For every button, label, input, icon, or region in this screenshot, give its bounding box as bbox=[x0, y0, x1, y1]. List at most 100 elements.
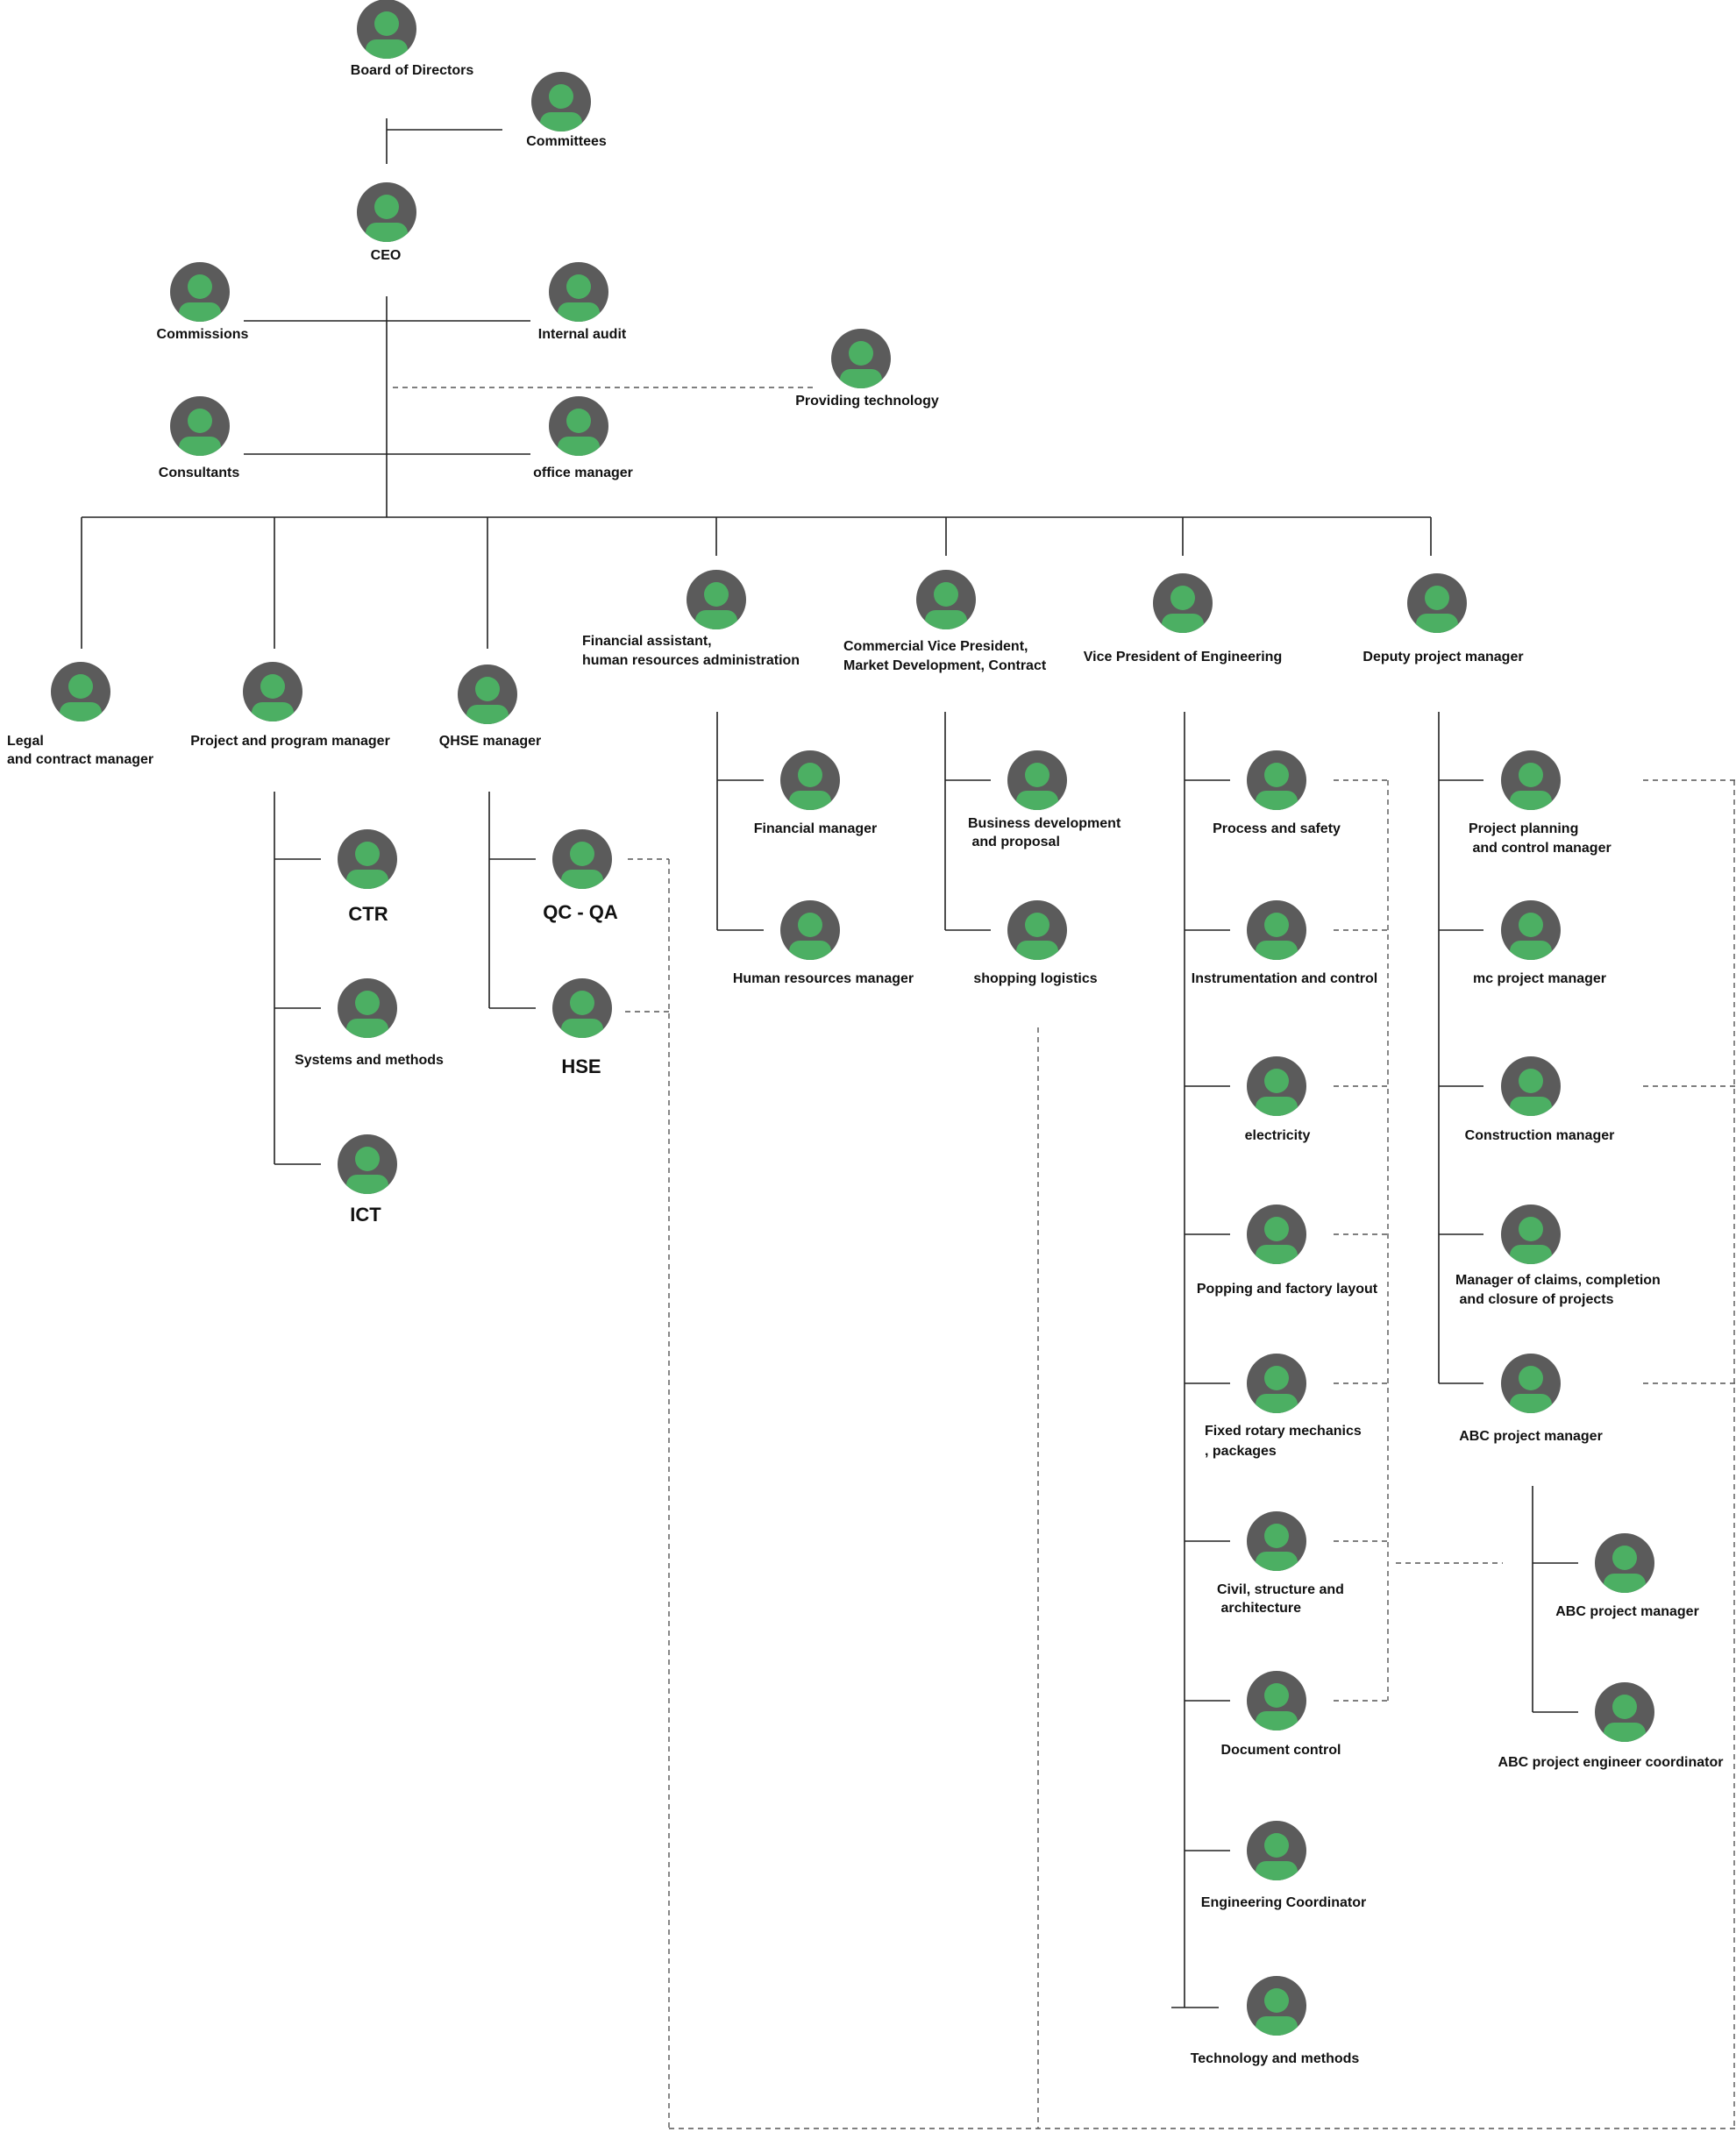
ict-node: ICT bbox=[338, 1134, 397, 1226]
person-avatar-icon bbox=[357, 0, 416, 59]
engineering-coordinator-node: Engineering Coordinator bbox=[1201, 1821, 1366, 1910]
node-label: Financial assistant, human resources admi… bbox=[582, 634, 800, 668]
node-label: ABC project engineer coordinator bbox=[1498, 1755, 1724, 1770]
node-label: office manager bbox=[533, 465, 633, 480]
node-label: QC - QA bbox=[543, 901, 618, 923]
person-avatar-icon bbox=[552, 978, 612, 1038]
committees-node: Committees bbox=[526, 72, 607, 149]
node-label: Human resources manager bbox=[733, 971, 914, 986]
commissions-node: Commissions bbox=[157, 262, 249, 342]
qhse-manager-node: QHSE manager bbox=[439, 664, 541, 749]
node-label-line: HSE bbox=[561, 1055, 601, 1077]
node-label-line: office manager bbox=[533, 465, 633, 480]
node-label: Financial manager bbox=[754, 821, 878, 836]
person-avatar-icon bbox=[1247, 900, 1306, 960]
providing-technology-node: Providing technology bbox=[795, 329, 939, 409]
person-avatar-icon bbox=[1407, 573, 1467, 633]
ctr-node: CTR bbox=[338, 829, 397, 925]
person-avatar-icon bbox=[1501, 900, 1561, 960]
node-label-line: Fixed rotary mechanics bbox=[1205, 1424, 1362, 1439]
financial-assistant-node: Financial assistant, human resources admi… bbox=[582, 570, 800, 668]
node-label-line: Business development bbox=[968, 816, 1121, 831]
node-label: Process and safety bbox=[1213, 821, 1341, 836]
person-avatar-icon bbox=[1247, 1976, 1306, 2036]
ceo-node: CEO bbox=[357, 182, 416, 263]
qc-qa-node: QC - QA bbox=[543, 829, 618, 923]
person-avatar-icon bbox=[780, 900, 840, 960]
node-label: ABC project manager bbox=[1555, 1604, 1699, 1619]
person-avatar-icon bbox=[1501, 1354, 1561, 1413]
node-label-line: and proposal bbox=[968, 835, 1060, 849]
person-avatar-icon bbox=[338, 829, 397, 889]
node-label-line: Providing technology bbox=[795, 394, 939, 409]
node-label: Commercial Vice President,Market Develop… bbox=[843, 639, 1047, 673]
node-label-line: Document control bbox=[1221, 1743, 1341, 1758]
node-label-line: Commercial Vice President, bbox=[843, 639, 1028, 654]
vice-president-engineering-node: Vice President of Engineering bbox=[1084, 573, 1282, 664]
node-label-line: CTR bbox=[348, 903, 388, 925]
mc-project-manager-node: mc project manager bbox=[1473, 900, 1606, 986]
node-label: Fixed rotary mechanics , packages bbox=[1205, 1424, 1362, 1459]
systems-methods-node: Systems and methods bbox=[295, 978, 444, 1068]
node-label-line: , packages bbox=[1205, 1444, 1277, 1459]
node-label-line: QHSE manager bbox=[439, 734, 541, 749]
node-label-line: Instrumentation and control bbox=[1192, 971, 1377, 986]
project-planning-control-manager-node: Project planning and control manager bbox=[1469, 750, 1611, 856]
node-label-line: Financial assistant, bbox=[582, 634, 712, 649]
document-control-node: Document control bbox=[1221, 1671, 1341, 1758]
board-of-directors-node: Board of Directors bbox=[351, 0, 474, 78]
person-avatar-icon bbox=[1501, 750, 1561, 810]
node-label-line: ABC project manager bbox=[1555, 1604, 1699, 1619]
person-avatar-icon bbox=[1247, 1511, 1306, 1571]
person-avatar-icon bbox=[549, 262, 608, 322]
project-program-manager-node: Project and program manager bbox=[190, 662, 390, 749]
person-avatar-icon bbox=[552, 829, 612, 889]
person-avatar-icon bbox=[338, 1134, 397, 1194]
node-label: Instrumentation and control bbox=[1192, 971, 1377, 986]
node-label: Engineering Coordinator bbox=[1201, 1895, 1366, 1910]
node-label-line: Internal audit bbox=[538, 327, 627, 342]
person-avatar-icon bbox=[687, 570, 746, 629]
shopping-logistics-node: shopping logistics bbox=[973, 900, 1098, 986]
node-label-line: human resources administration bbox=[582, 653, 800, 668]
node-label: Document control bbox=[1221, 1743, 1341, 1758]
node-label: shopping logistics bbox=[973, 971, 1097, 986]
person-avatar-icon bbox=[1153, 573, 1213, 633]
node-label: Commissions bbox=[157, 327, 249, 342]
node-label-line: Human resources manager bbox=[733, 971, 914, 986]
node-label-line: Committees bbox=[526, 134, 607, 149]
node-label: Construction manager bbox=[1465, 1128, 1615, 1143]
civil-structure-architecture-node: Civil, structure and architecture bbox=[1217, 1511, 1344, 1616]
node-label: Project and program manager bbox=[190, 734, 390, 749]
commercial-vice-president-node: Commercial Vice President,Market Develop… bbox=[843, 570, 1047, 673]
node-label: Consultants bbox=[159, 465, 240, 480]
person-avatar-icon bbox=[338, 978, 397, 1038]
person-avatar-icon bbox=[170, 262, 230, 322]
office-manager-node: office manager bbox=[533, 396, 633, 480]
person-avatar-icon bbox=[170, 396, 230, 456]
node-label-line: and contract manager bbox=[7, 752, 153, 767]
node-label: Vice President of Engineering bbox=[1084, 650, 1282, 664]
person-avatar-icon bbox=[549, 396, 608, 456]
person-avatar-icon bbox=[51, 662, 110, 721]
business-development-node: Business development and proposal bbox=[968, 750, 1121, 849]
technology-methods-node: Technology and methods bbox=[1191, 1976, 1360, 2066]
person-avatar-icon bbox=[1247, 1205, 1306, 1264]
node-label: Technology and methods bbox=[1191, 2051, 1360, 2066]
person-avatar-icon bbox=[1247, 1671, 1306, 1730]
node-label-line: Popping and factory layout bbox=[1197, 1282, 1378, 1297]
human-resources-manager-node: Human resources manager bbox=[733, 900, 914, 986]
person-avatar-icon bbox=[531, 72, 591, 131]
node-label: Providing technology bbox=[795, 394, 939, 409]
popping-factory-layout-node: Popping and factory layout bbox=[1197, 1205, 1378, 1297]
node-label: mc project manager bbox=[1473, 971, 1606, 986]
node-label: Systems and methods bbox=[295, 1053, 444, 1068]
node-label-line: Deputy project manager bbox=[1362, 650, 1523, 664]
node-label-line: QC - QA bbox=[543, 901, 618, 923]
node-label: Board of Directors bbox=[351, 63, 474, 78]
node-label: ABC project manager bbox=[1459, 1429, 1603, 1444]
node-label: CTR bbox=[348, 903, 388, 925]
node-label-line: ABC project manager bbox=[1459, 1429, 1603, 1444]
